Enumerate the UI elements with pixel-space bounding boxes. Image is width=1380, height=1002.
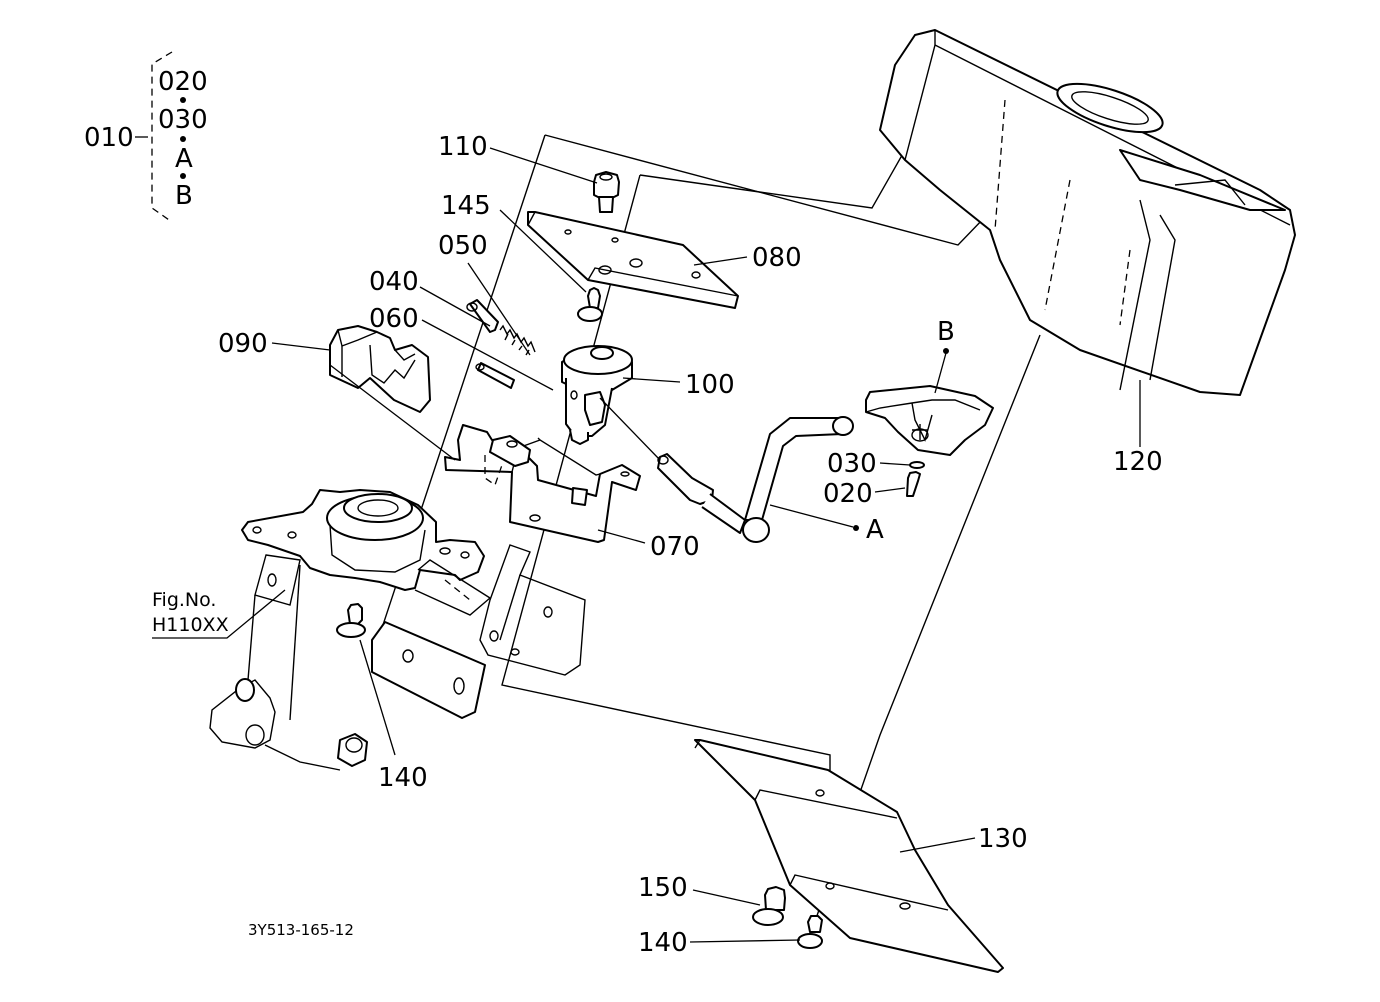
callout-030: 030 [827,449,877,479]
fig-ref-number: H110XX [152,614,229,636]
fig-ref-label: Fig.No. [152,589,216,611]
callout-A: A [866,515,884,545]
part-100-cylinder [561,345,633,445]
callout-060: 060 [369,304,419,334]
callout-140-lower: 140 [638,928,688,958]
part-145-screw [577,287,603,322]
part-110-bolt [593,171,620,213]
part-080-plate [527,211,739,309]
callout-070: 070 [650,532,700,562]
part-140-screw-upper [336,603,366,638]
group-member-B: B [175,181,193,211]
group-member-A: A [175,144,193,174]
part-090-block [329,325,431,413]
part-070-bracket [444,424,641,543]
part-A-crank-rod [657,416,854,543]
callout-labels: 110 145 050 040 060 090 080 100 070 B 03… [218,132,1163,958]
part-140-screw-lower [797,915,823,949]
callout-090: 090 [218,329,268,359]
callout-050: 050 [438,231,488,261]
part-030-washer [909,461,925,469]
callout-100: 100 [685,370,735,400]
assembly-group-bracket: 010 020 030 A B [84,51,208,223]
part-020-screw [906,471,921,497]
callout-130: 130 [978,824,1028,854]
callout-120: 120 [1113,447,1163,477]
part-050-spring [499,324,536,356]
callout-080: 080 [752,243,802,273]
part-130-plate [694,739,1004,973]
part-060-dowel [475,362,515,389]
leader-lines [152,147,1141,943]
group-member-030: 030 [158,105,208,135]
callout-150: 150 [638,873,688,903]
callout-145: 145 [441,191,491,221]
part-150-bolt [752,886,786,926]
figure-reference: Fig.No. H110XX [152,589,229,636]
group-member-020: 020 [158,67,208,97]
group-main-number: 010 [84,123,134,153]
drawing-code: 3Y513-165-12 [248,921,354,939]
callout-B: B [937,317,955,347]
callout-110: 110 [438,132,488,162]
callout-020: 020 [823,479,873,509]
callout-140-upper: 140 [378,763,428,793]
callout-040: 040 [369,267,419,297]
part-040-pin [466,299,499,333]
part-120-cover [879,29,1296,396]
part-B-knob [865,385,994,456]
base-assembly-h110xx [209,489,586,771]
